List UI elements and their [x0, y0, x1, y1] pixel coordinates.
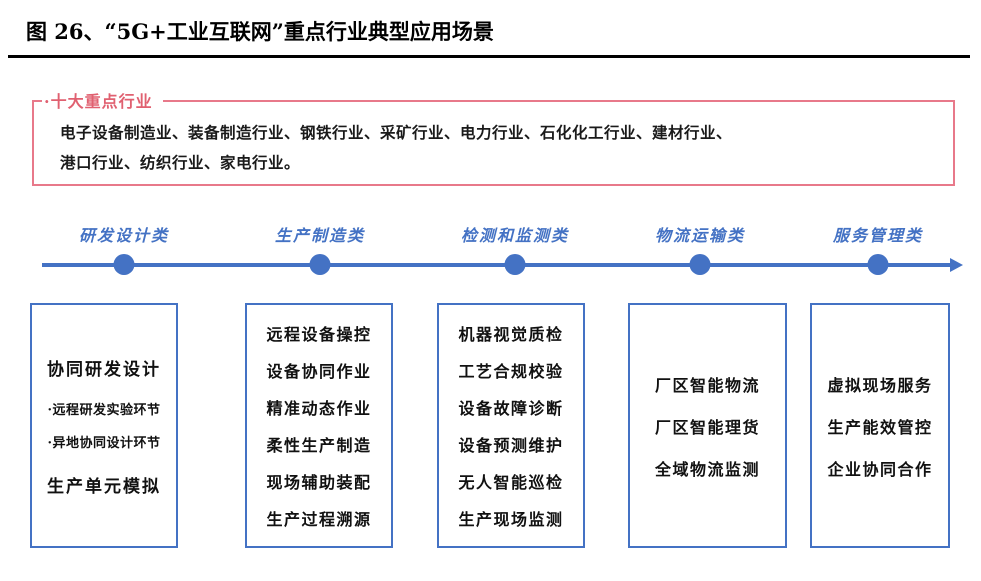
card-content: 远程设备操控设备协同作业精准动态作业柔性生产制造现场辅助装配生产过程溯源 — [247, 315, 391, 537]
card-line: 精准动态作业 — [266, 399, 372, 418]
card-line: 协同研发设计 — [47, 359, 161, 380]
card-content: 虚拟现场服务生产能效管控企业协同合作 — [812, 363, 948, 489]
card-service[interactable]: 虚拟现场服务生产能效管控企业协同合作 — [810, 303, 950, 548]
card-line: 企业协同合作 — [827, 459, 933, 479]
timeline-stage-label-1: 研发设计类 — [78, 226, 170, 245]
card-line: 设备故障诊断 — [458, 399, 564, 418]
card-line: 现场辅助装配 — [266, 473, 372, 492]
key-industries-line-2: 港口行业、纺织行业、家电行业。 — [60, 153, 301, 172]
timeline-dot-3[interactable] — [504, 254, 526, 275]
card-line: 全域物流监测 — [654, 459, 760, 479]
card-line: 厂区智能物流 — [654, 375, 760, 395]
card-content: 厂区智能物流厂区智能理货全域物流监测 — [630, 363, 785, 489]
card-inspection[interactable]: 机器视觉质检工艺合规校验设备故障诊断设备预测维护无人智能巡检生产现场监测 — [437, 303, 585, 548]
timeline-stage-label-3: 检测和监测类 — [460, 226, 570, 245]
timeline-dot-2[interactable] — [309, 254, 331, 275]
timeline-stage-label-2: 生产制造类 — [274, 226, 366, 245]
card-line: 厂区智能理货 — [654, 417, 760, 437]
timeline-dot-1[interactable] — [113, 254, 135, 275]
key-industries-label: ·十大重点行业 — [42, 88, 163, 112]
key-industries-line-1: 电子设备制造业、装备制造行业、钢铁行业、采矿行业、电力行业、石化化工行业、建材行… — [60, 123, 733, 142]
card-line: 生产单元模拟 — [47, 476, 161, 497]
header-divider — [8, 55, 970, 58]
timeline-dot-5[interactable] — [867, 254, 889, 275]
key-industries-text: 电子设备制造业、装备制造行业、钢铁行业、采矿行业、电力行业、石化化工行业、建材行… — [60, 118, 940, 178]
card-line: ·异地协同设计环节 — [47, 435, 161, 451]
card-line: 机器视觉质检 — [458, 325, 564, 344]
card-line: 柔性生产制造 — [266, 436, 372, 455]
card-content: 机器视觉质检工艺合规校验设备故障诊断设备预测维护无人智能巡检生产现场监测 — [439, 315, 583, 537]
card-line: 远程设备操控 — [266, 325, 372, 344]
timeline-arrow-icon — [950, 258, 963, 272]
card-line: 生产能效管控 — [827, 417, 933, 437]
key-industries-callout-box — [32, 100, 955, 186]
card-content: 协同研发设计 ·远程研发实验环节 ·异地协同设计环节生产单元模拟 — [32, 351, 176, 501]
card-line: 生产过程溯源 — [266, 510, 372, 529]
card-line: 设备预测维护 — [458, 436, 564, 455]
card-line: 生产现场监测 — [458, 510, 564, 529]
card-line: 无人智能巡检 — [458, 473, 564, 492]
card-production[interactable]: 远程设备操控设备协同作业精准动态作业柔性生产制造现场辅助装配生产过程溯源 — [245, 303, 393, 548]
card-line: ·远程研发实验环节 — [47, 402, 161, 418]
card-rd-design[interactable]: 协同研发设计 ·远程研发实验环节 ·异地协同设计环节生产单元模拟 — [30, 303, 178, 548]
timeline-stage-label-4: 物流运输类 — [654, 226, 746, 245]
card-line: 虚拟现场服务 — [827, 375, 933, 395]
card-line: 设备协同作业 — [266, 362, 372, 381]
timeline-stage-label-5: 服务管理类 — [832, 226, 924, 245]
card-line: 工艺合规校验 — [458, 362, 564, 381]
timeline-dot-4[interactable] — [689, 254, 711, 275]
card-logistics[interactable]: 厂区智能物流厂区智能理货全域物流监测 — [628, 303, 787, 548]
page-title: 图 26、“5G+工业互联网”重点行业典型应用场景 — [26, 19, 494, 44]
timeline-axis — [42, 263, 954, 267]
